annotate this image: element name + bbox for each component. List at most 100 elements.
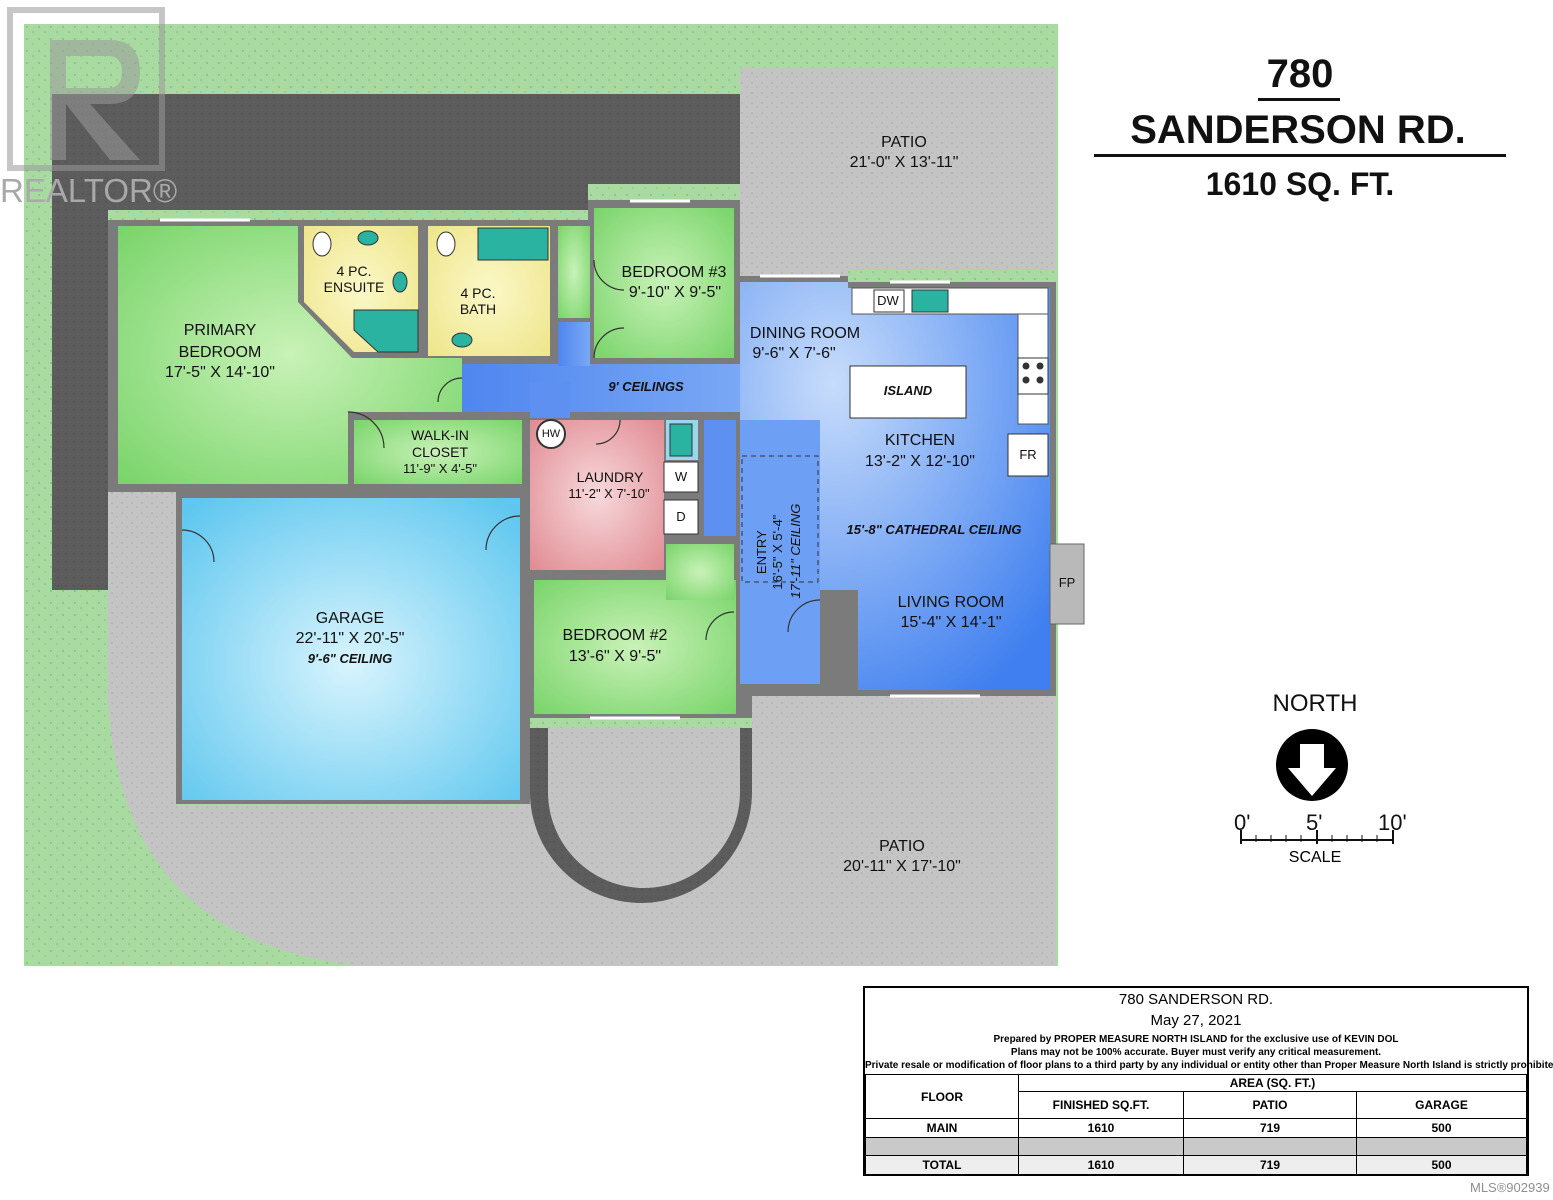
sink <box>911 289 949 313</box>
kitchen-name: KITCHEN <box>884 432 956 449</box>
entry-ceiling-outline <box>741 455 819 583</box>
bedroom2-dims: 13'-6" X 9'-5" <box>568 648 662 665</box>
walkin-l1: WALK-IN <box>411 427 469 443</box>
washer <box>663 461 699 493</box>
scale-5: 5' <box>1306 810 1323 835</box>
bedroom3 <box>594 208 734 358</box>
area-table: FLOOR AREA (SQ. FT.) FINISHED SQ.FT. PAT… <box>865 1074 1527 1175</box>
living-name: LIVING ROOM <box>897 594 1005 611</box>
dryer <box>663 499 699 535</box>
col-patio: PATIO <box>1183 1091 1357 1119</box>
bedroom3-name: BEDROOM #3 <box>621 264 727 281</box>
garage-dims: 22'-11" X 20'-5" <box>295 630 405 647</box>
primary-l1: PRIMARY <box>183 322 257 339</box>
hall-note: 9' CEILINGS <box>608 379 684 394</box>
patio-bottom-dims: 20'-11" X 17'-10" <box>843 858 961 875</box>
cell-floor: MAIN <box>865 1118 1019 1138</box>
title-number: 780 <box>1266 52 1334 96</box>
info-private: Private resale or modification of floor … <box>865 1060 1553 1071</box>
bedroom2 <box>534 580 736 714</box>
hw-label: HW <box>541 428 561 440</box>
scale-0: 0' <box>1234 810 1251 835</box>
stove <box>1017 357 1049 395</box>
shower <box>353 309 419 353</box>
title-area: 1610 SQ. FT. <box>1205 166 1395 202</box>
laundry-dims: 11'-2" X 7'-10" <box>568 486 650 501</box>
island <box>849 365 967 419</box>
bedroom3-dims: 9'-10" X 9'-5" <box>628 284 722 301</box>
dining-name: DINING ROOM <box>749 325 861 342</box>
scale-bar <box>1240 830 1394 844</box>
scale-label: SCALE <box>1288 849 1342 866</box>
bedroom2-closet <box>666 544 734 600</box>
walkin-l2: CLOSET <box>411 444 468 460</box>
entry-hall <box>740 420 820 684</box>
info-date: May 27, 2021 <box>1150 1012 1242 1029</box>
table-row-total: TOTAL 1610 719 500 <box>865 1155 1527 1175</box>
garage <box>182 498 520 800</box>
area-header: AREA (SQ. FT.) <box>1018 1074 1527 1092</box>
cell-finished: 1610 <box>1018 1118 1184 1138</box>
primary-bedroom <box>118 226 462 484</box>
title-underline <box>1258 98 1340 101</box>
fr-label: FR <box>1019 447 1037 462</box>
island-label: ISLAND <box>883 383 933 398</box>
cell-garage: 500 <box>1356 1155 1527 1175</box>
dw-label: DW <box>877 293 899 308</box>
dining-dims: 9'-6" X 7'-6" <box>752 345 836 362</box>
ensuite-l2: ENSUITE <box>323 279 385 295</box>
col-garage: GARAGE <box>1356 1091 1527 1119</box>
mls-number: MLS®902939 <box>1470 1180 1550 1195</box>
toilet-bath <box>436 231 456 257</box>
bath-l1: 4 PC. <box>460 285 496 301</box>
entry-l1: ENTRY <box>753 530 769 575</box>
walkin-closet <box>354 420 522 484</box>
realtor-logo <box>7 7 165 171</box>
table-row-blank <box>865 1137 1527 1156</box>
garage-note: 9'-6" CEILING <box>307 651 393 666</box>
cell-floor: TOTAL <box>865 1155 1019 1175</box>
info-address: 780 SANDERSON RD. <box>1118 991 1274 1008</box>
info-note: Plans may not be 100% accurate. Buyer mu… <box>1010 1047 1382 1058</box>
north-label: NORTH <box>1272 690 1358 717</box>
dishwasher <box>873 289 905 313</box>
table-row: MAIN 1610 719 500 <box>865 1118 1527 1138</box>
fp-label: FP <box>1058 575 1076 590</box>
entry-l3: 17'-11" CEILING <box>787 503 803 599</box>
hot-water-tank <box>536 419 566 449</box>
garage-name: GARAGE <box>315 610 385 627</box>
patio-top <box>740 68 1056 276</box>
d-label: D <box>676 509 686 524</box>
info-table: 780 SANDERSON RD. May 27, 2021 Prepared … <box>863 986 1553 1176</box>
primary-dims: 17'-5" X 14'-10" <box>165 364 275 381</box>
scale-10: 10' <box>1378 810 1407 835</box>
patio-bottom <box>108 492 1056 966</box>
patio-bottom-name: PATIO <box>879 838 925 855</box>
bath-l2: BATH <box>459 301 497 317</box>
patio-top-name: PATIO <box>881 134 927 151</box>
patio-top-dims: 21'-0" X 13'-11" <box>849 154 959 171</box>
entry-l2: 16'-5" X 5'-4" <box>769 514 785 590</box>
toilet-ensuite <box>312 231 332 257</box>
hall-closet <box>558 322 590 366</box>
primary-l2: BEDROOM <box>178 344 262 361</box>
kitchen-dims: 13'-2" X 12'-10" <box>865 453 975 470</box>
walkin-dims: 11'-9" X 4'-5" <box>403 461 477 476</box>
closet-small <box>558 226 590 318</box>
fridge <box>1007 433 1049 477</box>
title-street: SANDERSON RD. <box>1130 108 1466 152</box>
cell-patio: 719 <box>1183 1118 1357 1138</box>
ensuite-l1: 4 PC. <box>336 263 372 279</box>
hall-closet-2 <box>530 382 570 418</box>
cell-patio: 719 <box>1183 1155 1357 1175</box>
laundry-name: LAUNDRY <box>576 469 644 485</box>
street-underline <box>1094 154 1506 157</box>
cell-garage: 500 <box>1356 1118 1527 1138</box>
cathedral-note: 15'-8" CATHEDRAL CEILING <box>846 522 1022 537</box>
col-finished: FINISHED SQ.FT. <box>1018 1091 1184 1119</box>
entry-closet <box>704 420 736 536</box>
fireplace <box>1049 543 1085 625</box>
w-label: W <box>674 469 688 484</box>
living-dims: 15'-4" X 14'-1" <box>900 614 1002 631</box>
